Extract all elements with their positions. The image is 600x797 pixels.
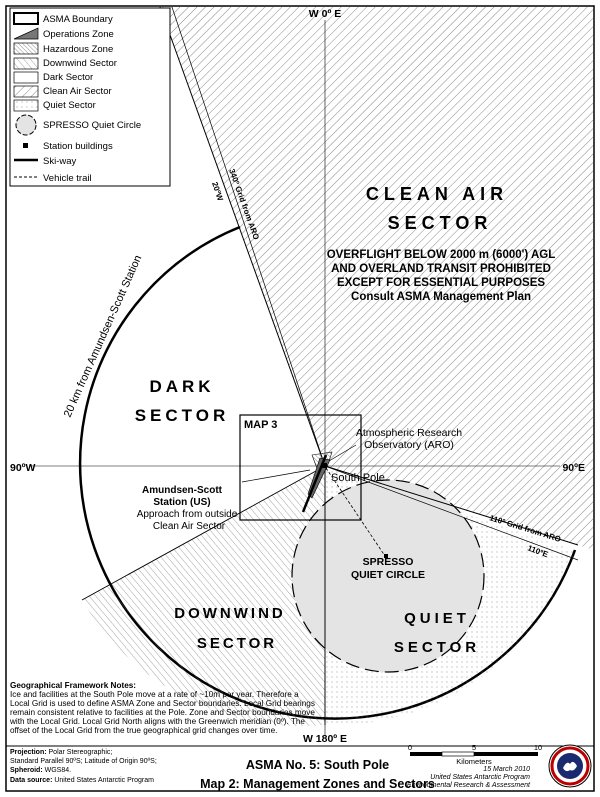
radius-label: 20 km from Amundsen-Scott Station [62,253,145,419]
clean-air-title-2: SECTOR [388,213,493,233]
station-label-1: Amundsen-Scott [142,485,223,496]
projection-info: Projection: Polar Stereographic; Standar… [10,748,200,785]
legend-label: SPRESSO Quiet Circle [43,120,141,131]
grid-label-bottom: W 180º E [303,733,347,745]
clean-air-note-1: OVERFLIGHT BELOW 2000 m (6000') AGL [327,249,556,261]
station-building [322,463,327,468]
legend-label: Operations Zone [43,29,114,40]
map-frame [5,5,595,792]
legend-label: Clean Air Sector [43,86,112,97]
source-value: United States Antarctic Program [54,776,154,784]
quiet-sector-label-2: SECTOR [394,639,480,656]
clean-air-boundary-110 [324,465,579,546]
swatch-dark-sector [13,71,39,84]
clean-air-sector-area [160,7,593,550]
south-pole-label: South Pole [331,472,385,484]
map-title-2: Map 2: Management Zones and Sectors [200,777,435,791]
legend-label: ASMA Boundary [43,14,113,25]
credits-org2: Environmental Research & Assessment [406,782,530,789]
spresso-label-1: SPRESSO [363,556,414,568]
source-label: Data source: [10,776,53,784]
spresso-building [384,554,388,558]
spheroid-label: Spheroid: [10,767,43,775]
legend-label: Vehicle trail [43,173,92,184]
grid-line-20w [171,6,326,467]
swatch-operations-zone [13,27,39,40]
scale-tick: 5 [472,743,476,752]
legend-label: Quiet Sector [43,100,96,111]
grid-label-left: 90ºW [10,462,36,474]
aro-label-2: Observatory (ARO) [364,439,454,451]
geographical-notes: Geographical Framework Notes: Ice and fa… [10,681,315,736]
approach-label-1: Approach from outside [137,509,238,520]
scale-unit: Kilometers [456,757,492,766]
projection-parallel: Standard Parallel 90ºS; Latitude of Orig… [10,758,157,766]
dark-sector-label-1: DARK [149,377,214,396]
credits-org1: United States Antarctic Program [430,774,530,781]
clean-air-note-3: EXCEPT FOR ESSENTIAL PURPOSES [337,277,545,289]
antarctic-program-seal-icon [548,744,592,788]
station-label-2: Station (US) [153,497,210,508]
clean-air-boundary-340 [159,6,326,467]
legend: ASMA Boundary Operations Zone Hazardous … [9,7,171,187]
swatch-hazardous-zone [13,42,39,55]
spresso-quiet-circle [291,479,485,673]
legend-label: Ski-way [43,156,77,167]
legend-label: Station buildings [43,141,113,152]
notes-body: Ice and facilities at the South Pole mov… [10,690,315,736]
grid-line-110e [324,465,579,561]
downwind-sector-label-2: SECTOR [197,635,277,652]
approach-label-2: Clean Air Sector [153,521,226,532]
map3-inset-box [239,414,362,521]
downwind-dark-boundary [81,465,326,601]
swatch-quiet-sector [13,99,39,112]
dark-sector-label-2: SECTOR [135,406,230,425]
swatch-asma-boundary [13,12,39,25]
grid-label-right: 90ºE [562,462,585,474]
map-title-1: ASMA No. 5: South Pole [245,758,390,772]
credits-date: 15 March 2010 [483,766,530,773]
quiet-sector-label-1: QUIET [404,610,470,627]
swatch-spresso-circle [15,114,37,136]
legend-label: Hazardous Zone [43,44,113,55]
projection-label: Projection: [10,749,47,756]
clean-air-note-2: AND OVERLAND TRANSIT PROHIBITED [331,263,551,275]
station-leader [241,469,311,483]
clean-air-note-4: Consult ASMA Management Plan [351,291,531,303]
credits: 15 March 2010 United States Antarctic Pr… [407,766,530,790]
aro-label-1: Atmospheric Research [356,427,462,439]
downwind-sector-area [82,466,325,727]
projection-value: Polar Stereographic; [48,749,113,756]
downwind-sector-label-1: DOWNWIND [174,605,285,622]
swatch-downwind-sector [13,57,39,70]
swatch-station-buildings [23,143,28,148]
legend-label: Dark Sector [43,72,93,83]
aro-leader [328,444,357,462]
grid-label-top: W 0º E [309,8,341,20]
vehicle-trail [325,467,386,557]
scale-bar: 0 5 10 Kilometers [408,743,542,766]
clean-air-title-1: CLEAN AIR [366,184,508,204]
spresso-label-2: QUIET CIRCLE [351,569,425,581]
swatch-clean-air-sector [13,85,39,98]
map3-label: MAP 3 [244,419,277,431]
scale-tick: 10 [534,743,542,752]
scale-tick: 0 [408,743,412,752]
grid-label-20w: 20ºW [210,181,225,203]
legend-label: Downwind Sector [43,58,117,69]
spheroid-value: WGS84. [44,767,72,775]
notes-title: Geographical Framework Notes: [10,681,137,690]
